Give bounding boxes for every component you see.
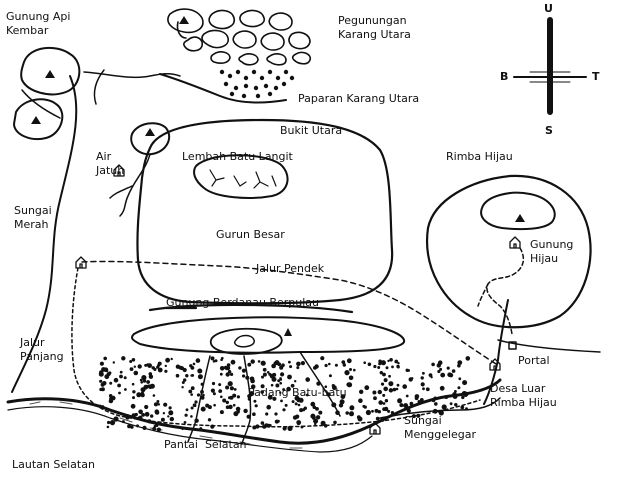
forest-trail-branch — [477, 283, 489, 307]
green-mountain — [480, 191, 556, 231]
river-branch — [21, 89, 61, 119]
great-desert — [136, 118, 394, 305]
compass-north-label: U — [544, 2, 553, 15]
crater-lake — [209, 327, 283, 355]
label-gurun-besar: Gurun Besar — [216, 228, 285, 241]
label-portal: Portal — [518, 354, 550, 367]
mountain-peak-icon — [31, 116, 41, 124]
house-icon — [113, 164, 125, 177]
river-tributary — [93, 69, 105, 105]
label-bukit-utara: Bukit Utara — [280, 124, 343, 137]
reef-plateau-dots — [219, 69, 295, 99]
thundering-river — [483, 299, 509, 405]
river-south-branch — [379, 397, 501, 419]
lake-mountain — [131, 316, 405, 354]
river-branch-north — [83, 71, 181, 79]
coastline — [6, 378, 502, 445]
long-trail — [71, 267, 481, 428]
label-jalur-pendek: Jalur Pendek — [256, 262, 325, 275]
mountain-peak-icon — [145, 128, 155, 136]
house-icon — [509, 236, 521, 249]
meadow-stream — [241, 355, 252, 445]
lake-mountain-ridge — [148, 303, 354, 314]
forest-trail — [486, 247, 525, 335]
compass-west-label: B — [500, 70, 509, 83]
mountain-peak-icon — [179, 16, 189, 24]
compass-east-label: T — [592, 70, 600, 83]
compass-south-label: S — [545, 124, 553, 137]
north-ridge — [159, 73, 287, 104]
label-paparan-karang-utara: Paparan Karang Utara — [298, 92, 420, 105]
western-river — [11, 75, 78, 393]
label-pantai-selatan: Pantai Selatan — [164, 438, 247, 451]
coastline-shore — [7, 406, 373, 453]
house-icon — [369, 422, 381, 435]
house-icon — [489, 358, 501, 371]
portal-marker — [508, 341, 517, 350]
waterfall-mountain — [130, 122, 171, 156]
mountain-peak-icon — [515, 214, 525, 222]
short-trail — [81, 260, 497, 365]
reef-rocks — [167, 8, 312, 66]
mountain-peak-icon — [45, 70, 55, 78]
label-lembah-batu-langit: Lembah Batu Langit — [182, 150, 293, 163]
house-icon — [75, 256, 87, 269]
compass-rose-icon — [513, 17, 587, 115]
river-east-branch — [497, 339, 601, 353]
label-gunung-berdanau-berpulau: Gunung Berdanau Berpulau — [166, 296, 319, 309]
waterfall-branch — [109, 185, 133, 199]
green-forest — [425, 174, 592, 329]
meadow-stream — [299, 351, 341, 417]
volcano-north — [20, 46, 81, 96]
label-rimba-hijau: Rimba Hijau — [446, 150, 513, 163]
meadow-stream — [187, 355, 211, 443]
label-padang-batu-batu: Padang Batu-batu — [248, 386, 347, 399]
mountain-peak-icon — [284, 328, 292, 336]
lake-island — [233, 334, 255, 348]
label-lautan-selatan: Lautan Selatan — [12, 458, 95, 471]
valley-of-stone-sky — [193, 154, 289, 199]
volcano-south — [13, 98, 64, 140]
valley-cracks — [209, 169, 277, 189]
